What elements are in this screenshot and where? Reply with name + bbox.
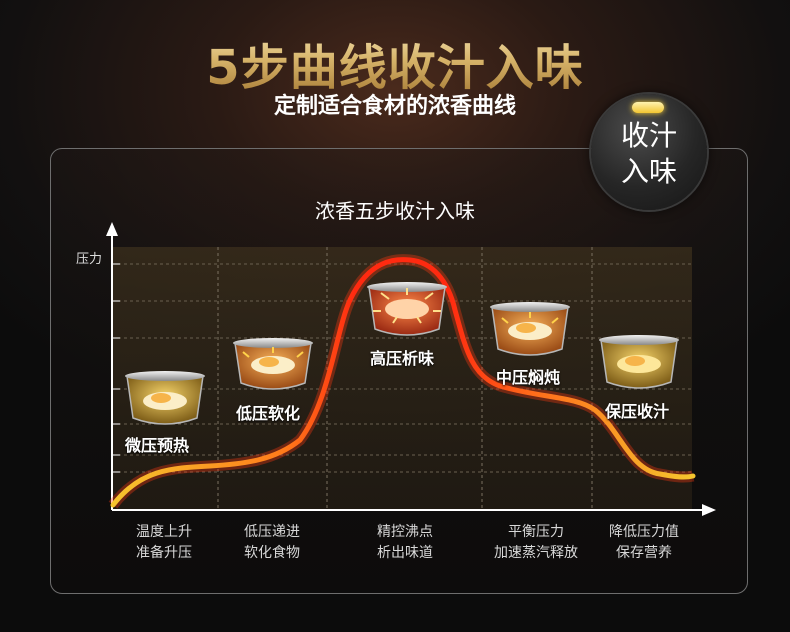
feature-badge: 收汁 入味 (591, 94, 707, 210)
step-label-4: 中压焖炖 (496, 368, 561, 387)
x-tick-step1-line2: 准备升压 (136, 545, 192, 561)
page-subtitle: 定制适合食材的浓香曲线 (273, 94, 516, 119)
pot-icon-step3 (367, 282, 447, 336)
pot-icon-step4 (490, 302, 570, 356)
step-label-3: 高压析味 (370, 349, 435, 368)
x-tick-step4: 平衡压力 加速蒸汽释放 (476, 522, 596, 564)
pot-icon-step5 (599, 335, 679, 389)
badge-line2: 入味 (620, 155, 677, 188)
badge-line1: 收汁 (620, 119, 677, 152)
x-tick-step3: 精控沸点 析出味道 (345, 522, 465, 564)
x-tick-step4-line1: 平衡压力 (508, 524, 564, 540)
chart-title: 浓香五步收汁入味 (315, 199, 475, 223)
x-tick-step5-line2: 保存营养 (616, 545, 672, 561)
x-tick-step1-line1: 温度上升 (136, 524, 192, 540)
step-label-1: 微压预热 (125, 436, 190, 455)
x-tick-step2: 低压递进 软化食物 (212, 522, 332, 564)
x-tick-step1: 温度上升 准备升压 (104, 522, 224, 564)
pressure-curve (110, 257, 696, 508)
indicator-light-icon (632, 102, 664, 113)
x-tick-step2-line2: 软化食物 (244, 545, 300, 561)
grid-lines (112, 263, 692, 473)
x-tick-step3-line1: 精控沸点 (377, 524, 433, 540)
step-label-2: 低压软化 (236, 404, 301, 423)
page-title: 5步曲线收汁入味 (0, 28, 790, 98)
x-axis-arrow-icon (702, 504, 716, 516)
pot-icon-step1 (125, 371, 205, 425)
step-label-5: 保压收汁 (605, 402, 670, 421)
x-tick-step5-line1: 降低压力值 (609, 524, 679, 540)
step-dividers (217, 247, 593, 510)
y-axis-arrow-icon (106, 222, 118, 236)
x-tick-step2-line1: 低压递进 (244, 524, 300, 540)
x-tick-step3-line2: 析出味道 (377, 545, 433, 561)
pot-icon-step2 (233, 338, 313, 390)
x-tick-step5: 降低压力值 保存营养 (584, 522, 704, 564)
y-axis-ticks (112, 263, 120, 473)
x-tick-step4-line2: 加速蒸汽释放 (494, 545, 578, 561)
y-axis-label: 压力 (76, 252, 103, 267)
